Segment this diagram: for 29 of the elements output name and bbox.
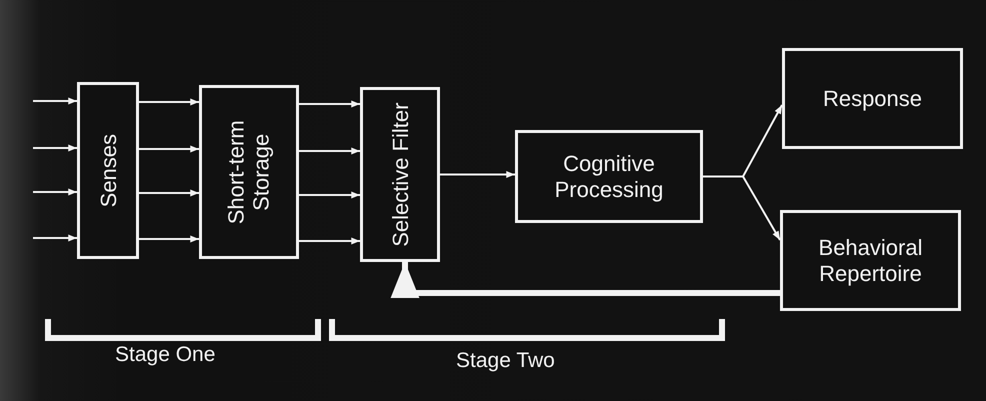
arrow — [139, 98, 199, 106]
box-label: Short-term Storage — [224, 119, 274, 226]
arrow — [33, 98, 77, 104]
process-box — [780, 210, 961, 311]
arrow — [33, 234, 77, 242]
process-box — [199, 85, 299, 259]
arrow — [390, 262, 780, 298]
arrow — [299, 100, 360, 108]
box-label: Senses — [95, 132, 121, 210]
arrow — [299, 192, 360, 198]
arrow — [299, 238, 360, 244]
box-label: Selective Filter — [387, 101, 413, 249]
box-label: Cognitive Processing — [554, 151, 664, 202]
box-label: Response — [822, 86, 922, 112]
arrow — [440, 171, 515, 178]
arrow — [33, 144, 77, 152]
process-box — [782, 48, 963, 149]
process-box — [360, 87, 440, 262]
process-box — [77, 82, 139, 259]
arrow — [299, 148, 360, 154]
stage-label: Stage Two — [456, 349, 555, 373]
stage-label: Stage One — [115, 343, 216, 367]
arrow — [139, 146, 199, 152]
arrow — [139, 190, 199, 196]
arrow — [703, 176, 781, 240]
arrow — [33, 188, 77, 196]
arrow — [139, 236, 199, 242]
box-label: Behavioral Repertoire — [818, 235, 924, 286]
process-box — [515, 130, 703, 223]
